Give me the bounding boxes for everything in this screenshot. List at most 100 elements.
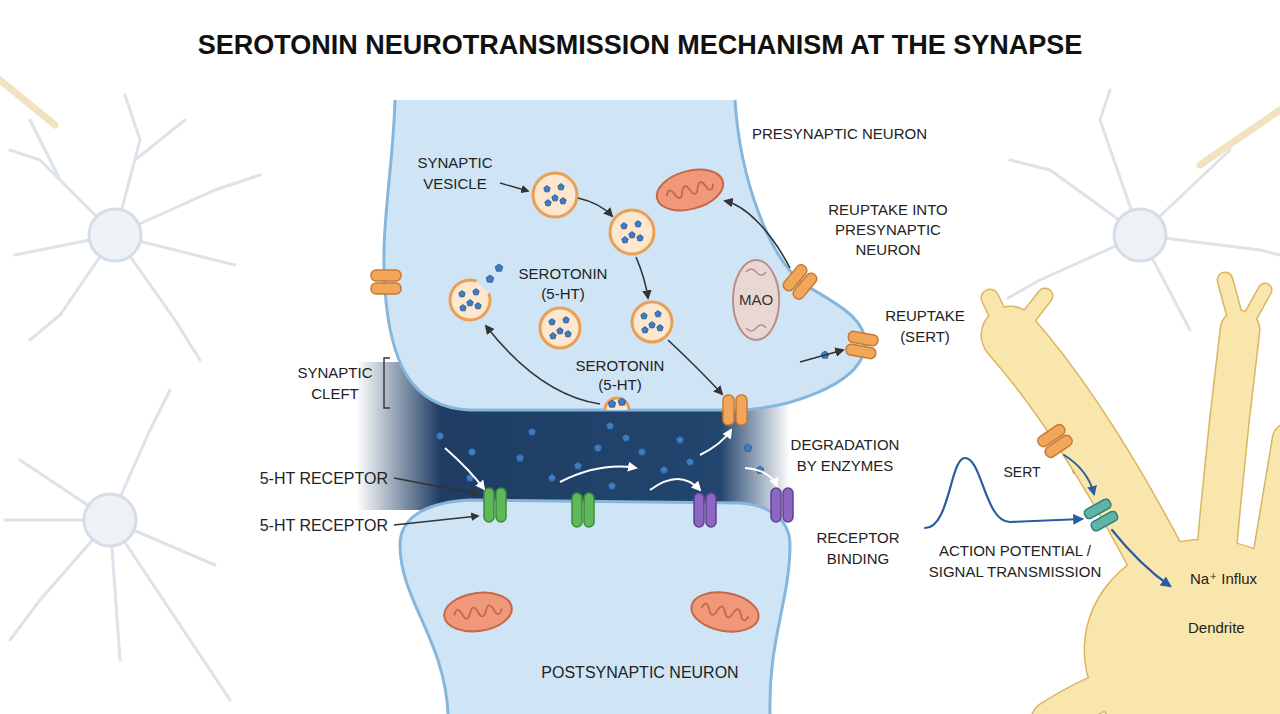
- serotonin-molecule: [744, 444, 752, 451]
- serotonin-molecule: [621, 223, 627, 229]
- receptor: [771, 488, 793, 522]
- serotonin-molecule: [473, 289, 479, 295]
- molecule-label: SEROTONIN (5-HT): [565, 356, 675, 394]
- process-arrow: [800, 350, 843, 362]
- postsynaptic-neuron: [400, 500, 790, 714]
- serotonin-molecule: [467, 300, 473, 306]
- serotonin-molecule: [657, 325, 663, 331]
- postsynaptic-neuron: [688, 587, 762, 636]
- serotonin-molecule: [618, 398, 626, 405]
- receiving-neuron: [925, 280, 1280, 714]
- process-arrow: [486, 198, 843, 404]
- serotonin-molecule: [622, 237, 628, 243]
- leader-line: [384, 358, 390, 408]
- serotonin-molecule: [594, 444, 602, 451]
- presynaptic-neuron: [384, 100, 865, 410]
- postsynaptic-neuron: [400, 500, 790, 714]
- receiving-neuron: [990, 280, 1280, 714]
- receiving-neuron: [1010, 335, 1165, 575]
- receptor: [694, 493, 716, 527]
- serotonin-molecule: [574, 462, 582, 469]
- part-label: SYNAPTIC VESICLE: [405, 152, 505, 194]
- receiving-neuron: [1036, 423, 1074, 460]
- serotonin-molecule: [548, 474, 556, 481]
- presynaptic-neuron: [384, 100, 865, 410]
- receiving-neuron: [990, 280, 1280, 714]
- part-label: 5-HT RECEPTOR: [208, 515, 388, 536]
- cleft-arrow: [445, 430, 777, 490]
- serotonin-molecule: [516, 454, 524, 461]
- cleft-arrow: [560, 467, 636, 482]
- receptor: [484, 488, 506, 522]
- receptor: [572, 493, 594, 527]
- process-arrow: [668, 340, 722, 394]
- serotonin-molecule: [560, 198, 566, 204]
- serotonin-molecule: [557, 328, 563, 334]
- serotonin-molecule: [528, 428, 536, 435]
- transporter: [723, 395, 747, 425]
- action-potential-wave: [925, 458, 1082, 528]
- receiving-neuron: [1215, 330, 1240, 570]
- background-neuron: [89, 209, 141, 261]
- serotonin-molecule: [558, 184, 564, 190]
- serotonin-molecule: [660, 466, 668, 473]
- process-arrow: [725, 201, 790, 268]
- transporter: [845, 331, 879, 360]
- presynaptic-neuron: [652, 163, 728, 217]
- background-neuron: [1200, 110, 1280, 165]
- process-label: REUPTAKE (SERT): [875, 305, 975, 347]
- leader-line: [394, 516, 478, 525]
- serotonin-molecule: [608, 400, 616, 407]
- serotonin-molecule: [629, 232, 635, 238]
- node-label: MAO: [731, 290, 781, 310]
- transporter: [371, 270, 401, 294]
- receiving-neuron: [1084, 539, 1280, 714]
- signal-arrow: [1064, 455, 1094, 494]
- synaptic-vesicle: [450, 280, 490, 320]
- synaptic-vesicle: [450, 173, 672, 410]
- serotonin-molecule: [475, 303, 481, 309]
- receiving-neuron: [1010, 335, 1165, 575]
- process-label: ACTION POTENTIAL / SIGNAL TRANSMISSION: [923, 540, 1108, 582]
- receiving-neuron: [1270, 440, 1280, 560]
- region-label: SYNAPTIC CLEFT: [290, 362, 380, 404]
- leader-line: [500, 183, 528, 191]
- serotonin-molecule: [552, 195, 558, 201]
- serotonin-molecule: [460, 305, 466, 311]
- serotonin-molecule: [544, 186, 550, 192]
- background-neuron: [10, 95, 260, 360]
- serotonin-molecule: [549, 319, 555, 325]
- process-label: DEGRADATION BY ENZYMES: [783, 434, 908, 476]
- serotonin-molecule: [436, 432, 444, 439]
- transporter: [371, 263, 879, 425]
- receiving-neuron: [1012, 296, 1045, 338]
- background-neuron: [0, 80, 55, 125]
- serotonin-molecule: [649, 322, 655, 328]
- process-arrow: [578, 198, 612, 216]
- receptor: [484, 488, 793, 527]
- serotonin-molecule: [606, 422, 614, 429]
- synaptic-vesicle: [533, 173, 577, 217]
- serotonin-molecule: [622, 434, 630, 441]
- serotonin-molecule: [642, 327, 648, 333]
- synaptic-vesicle: [605, 398, 629, 410]
- process-label: REUPTAKE INTO PRESYNAPTIC NEURON: [816, 200, 961, 260]
- background-neuron: [84, 494, 136, 546]
- presynaptic-neuron: [384, 100, 865, 410]
- cleft-arrow: [650, 479, 700, 490]
- process-label: RECEPTOR BINDING: [808, 527, 908, 569]
- signal-arrow: [1112, 530, 1170, 586]
- serotonin-molecule: [565, 331, 571, 337]
- ion-channel: [1090, 510, 1119, 532]
- serotonin-molecule: [468, 448, 476, 455]
- synaptic-vesicle: [610, 210, 654, 254]
- postsynaptic-neuron: [442, 588, 515, 635]
- background-neuron: [5, 390, 230, 700]
- process-label: Na⁺ Influx: [1190, 568, 1275, 589]
- receiving-neuron: [1240, 290, 1265, 335]
- ion-channel: [1083, 498, 1119, 533]
- synaptic-vesicle: [540, 308, 580, 348]
- serotonin-molecule: [545, 200, 551, 206]
- serotonin-molecule: [655, 311, 661, 317]
